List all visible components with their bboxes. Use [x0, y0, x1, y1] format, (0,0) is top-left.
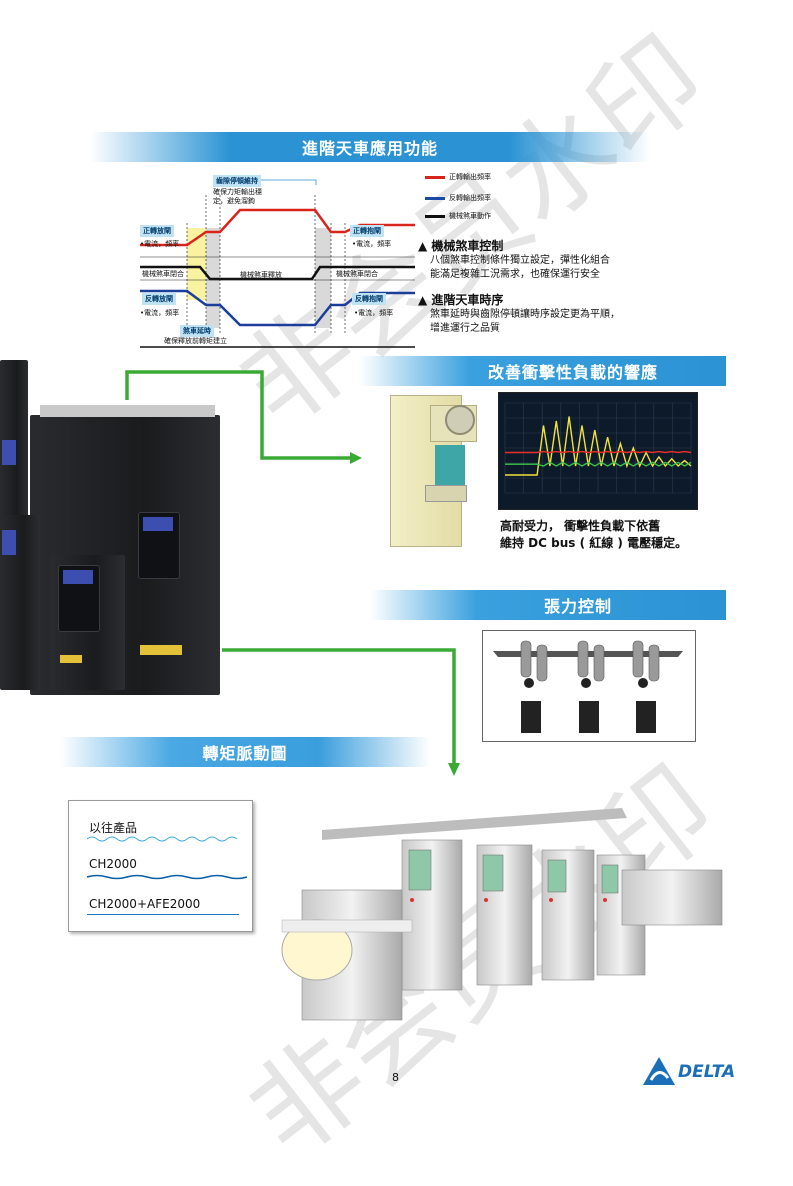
- feature-1-title: 機械煞車控制: [431, 239, 504, 253]
- lcd-small: [63, 570, 93, 584]
- printing-machine-svg: [281, 808, 723, 1021]
- torque-title: 轉矩脈動圖: [202, 744, 288, 763]
- press-ram: [425, 485, 467, 502]
- crane-legend: 正轉輸出頻率 反轉輸出頻率 機械煞車動作: [425, 172, 535, 222]
- torque-legend-label-3: CH2000+AFE2000: [89, 897, 201, 911]
- torque-legend-line-3: [87, 914, 239, 915]
- brake-delay-text: 確保釋放前轉矩建立: [164, 337, 227, 345]
- brake-release: 機械煞車釋放: [240, 271, 282, 279]
- feature-2-title: 進階天車時序: [431, 293, 504, 307]
- brake-closed-left: 機械煞車閉合: [142, 270, 184, 278]
- crane-title: 進階天車應用功能: [301, 139, 438, 158]
- lcd-left-1: [2, 440, 16, 465]
- tension-rollers-svg: [493, 640, 683, 733]
- rev-hold-sub: •電流，頻率: [354, 309, 394, 317]
- feature-1-line-1: 八個煞車控制條件獨立設定，彈性化組合: [430, 255, 610, 266]
- legend-line-forward: [425, 176, 445, 179]
- legend-label-brake: 機械煞車動作: [449, 212, 491, 220]
- feature-2-line-1: 煞車延時與齒隙停頓讓時序設定更為平順，: [430, 309, 620, 320]
- torque-legend-line-1: [87, 836, 238, 842]
- warning-label: [140, 645, 182, 655]
- tension-control-image: [482, 630, 696, 742]
- oscilloscope-chart: [504, 402, 692, 494]
- rev-release-label: 反轉放閘: [142, 293, 176, 305]
- tension-banner: 張力控制: [370, 590, 726, 620]
- torque-legend-line-2: [87, 874, 247, 880]
- impact-caption: 高耐受力， 衝擊性負載下依舊 維持 DC bus ( 紅線 ) 電壓穩定。: [500, 518, 687, 552]
- fwd-hold-sub: •電流，頻率: [352, 240, 392, 248]
- bullet-icon: ▲: [418, 239, 428, 253]
- backlash-hold-text-1: 確保力矩輸出穩: [213, 188, 262, 196]
- press-machine-image: [390, 395, 495, 547]
- crane-timing-diagram: 齒隙停頓維持 確保力矩輸出穩 定，避免溜鉤 正轉放閘 •電流，頻率 正轉抱閘 •…: [140, 175, 415, 350]
- impact-banner: 改善衝擊性負載的響應: [360, 356, 726, 386]
- osc-series-1: [505, 450, 692, 454]
- bullet-icon: ▲: [418, 293, 428, 307]
- drive-top-plate: [40, 405, 215, 417]
- lcd-left-2: [2, 530, 16, 555]
- torque-banner: 轉矩脈動圖: [60, 737, 430, 767]
- lcd-large: [143, 517, 173, 531]
- delta-logo: DELTA: [642, 1056, 744, 1086]
- osc-series-2: [505, 461, 692, 467]
- impact-title: 改善衝擊性負載的響應: [487, 363, 658, 382]
- fwd-hold-label: 正轉抱閘: [350, 225, 384, 237]
- feature-1-line-2: 能滿足複雜工況需求，也確保運行安全: [430, 269, 600, 280]
- torque-legend-label-2: CH2000: [89, 857, 137, 871]
- feature-2-line-2: 增進運行之品質: [430, 323, 500, 334]
- press-column: [435, 445, 465, 485]
- legend-label-reverse: 反轉輸出頻率: [449, 194, 491, 202]
- rev-hold-label: 反轉抱閘: [352, 293, 386, 305]
- delta-brand-text: DELTA: [678, 1062, 736, 1082]
- backlash-hold-label: 齒隙停頓維持: [213, 175, 261, 187]
- timing-diagram-svg: [140, 179, 415, 348]
- delta-triangle-icon: [643, 1057, 675, 1085]
- warning-label-small: [60, 655, 82, 663]
- oscilloscope-screen: [498, 392, 698, 510]
- tension-title: 張力控制: [543, 597, 612, 616]
- rev-release-sub: •電流，頻率: [140, 309, 180, 317]
- press-wheel: [445, 405, 475, 435]
- fwd-release-sub: •電流，頻率: [140, 240, 180, 248]
- torque-legend-label-1: 以往產品: [89, 821, 138, 835]
- printing-machine-image: [262, 800, 727, 1025]
- brake-closed-right: 機械煞車閉合: [336, 270, 378, 278]
- crane-feature-2: ▲ 進階天車時序 煞車延時與齒隙停頓讓時序設定更為平順， 增進運行之品質: [418, 291, 620, 336]
- legend-label-forward: 正轉輸出頻率: [449, 173, 491, 181]
- brake-delay-label: 煞車延時: [180, 325, 214, 337]
- page-number: 8: [392, 1071, 399, 1084]
- osc-series-0: [505, 416, 692, 476]
- fwd-release-label: 正轉放閘: [140, 225, 174, 237]
- impact-caption-line2: 維持 DC bus ( 紅線 ) 電壓穩定。: [500, 536, 688, 550]
- drive-products-image: [0, 355, 222, 695]
- impact-caption-line1: 高耐受力， 衝擊性負載下依舊: [500, 519, 661, 533]
- backlash-hold-text-2: 定，避免溜鉤: [213, 197, 255, 205]
- crane-feature-1: ▲ 機械煞車控制 八個煞車控制條件獨立設定，彈性化組合 能滿足複雜工況需求，也確…: [418, 237, 610, 282]
- legend-line-reverse: [425, 197, 445, 200]
- legend-line-brake: [425, 215, 445, 218]
- crane-banner: 進階天車應用功能: [90, 132, 650, 162]
- torque-legend-box: 以往產品 CH2000 CH2000+AFE2000: [68, 800, 253, 932]
